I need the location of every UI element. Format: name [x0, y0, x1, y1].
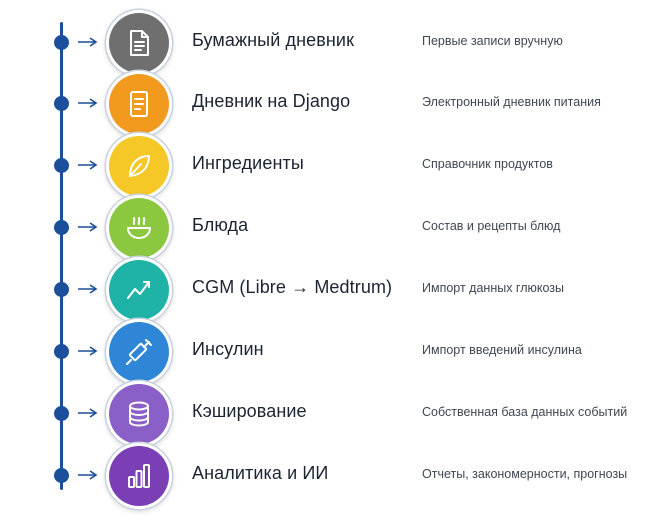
step-description: Отчеты, закономерности, прогнозы	[422, 467, 628, 481]
timeline-dot	[54, 468, 69, 483]
bowl-icon	[127, 217, 151, 239]
timeline-dot	[54, 96, 69, 111]
step-description: Электронный дневник питания	[422, 95, 601, 109]
arrow-right-icon	[78, 160, 98, 170]
trend-chart-icon	[127, 281, 150, 299]
step-title: CGM (Libre → Medtrum)	[192, 277, 393, 297]
document-icon	[130, 91, 148, 117]
step-title: Дневник на Django	[192, 91, 351, 111]
timeline-dot	[54, 344, 69, 359]
timeline-dot	[54, 406, 69, 421]
step-title: Кэширование	[192, 401, 307, 421]
step-django-diary: Дневник на Django Электронный дневник пи…	[0, 73, 666, 135]
timeline-dot	[54, 220, 69, 235]
step-paper-diary: Бумажный дневник Первые записи вручную	[0, 12, 666, 74]
step-description: Первые записи вручную	[422, 34, 563, 48]
timeline-dot	[54, 158, 69, 173]
arrow-right-icon	[78, 222, 98, 232]
step-icon-circle	[109, 136, 169, 196]
step-icon-circle	[109, 260, 169, 320]
arrow-right-icon	[78, 470, 98, 480]
database-icon	[129, 401, 149, 427]
step-icon-circle	[109, 198, 169, 258]
step-dishes: Блюда Состав и рецепты блюд	[0, 197, 666, 259]
step-description: Импорт введений инсулина	[422, 343, 582, 357]
paper-document-icon	[130, 30, 149, 56]
step-cgm: CGM (Libre → Medtrum) Импорт данных глюк…	[0, 259, 666, 321]
step-title: Блюда	[192, 215, 249, 235]
arrow-right-icon	[78, 346, 98, 356]
step-icon-circle	[109, 74, 169, 134]
step-caching: Кэширование Собственная база данных собы…	[0, 383, 666, 445]
arrow-right-icon	[78, 284, 98, 294]
syringe-icon	[126, 339, 152, 365]
step-icon-circle	[109, 322, 169, 382]
timeline-line	[60, 22, 63, 490]
timeline-dot	[54, 282, 69, 297]
step-description: Состав и рецепты блюд	[422, 219, 561, 233]
step-description: Собственная база данных событий	[422, 405, 628, 419]
bar-chart-icon	[128, 464, 150, 488]
step-title: Аналитика и ИИ	[192, 463, 329, 483]
leaf-icon	[129, 155, 150, 177]
step-description: Импорт данных глюкозы	[422, 281, 565, 295]
step-description: Справочник продуктов	[422, 157, 553, 171]
step-title: Инсулин	[192, 339, 264, 359]
step-icon-circle	[109, 384, 169, 444]
step-title: Бумажный дневник	[192, 30, 355, 50]
step-title: Ингредиенты	[192, 153, 304, 173]
step-icon-circle	[109, 446, 169, 506]
step-insulin: Инсулин Импорт введений инсулина	[0, 321, 666, 383]
timeline-dot	[54, 35, 69, 50]
step-ingredients: Ингредиенты Справочник продуктов	[0, 135, 666, 197]
arrow-right-icon	[78, 408, 98, 418]
step-analytics: Аналитика и ИИ Отчеты, закономерности, п…	[0, 445, 666, 507]
step-icon-circle	[109, 13, 169, 73]
arrow-right-icon	[78, 37, 98, 47]
arrow-right-icon	[78, 98, 98, 108]
